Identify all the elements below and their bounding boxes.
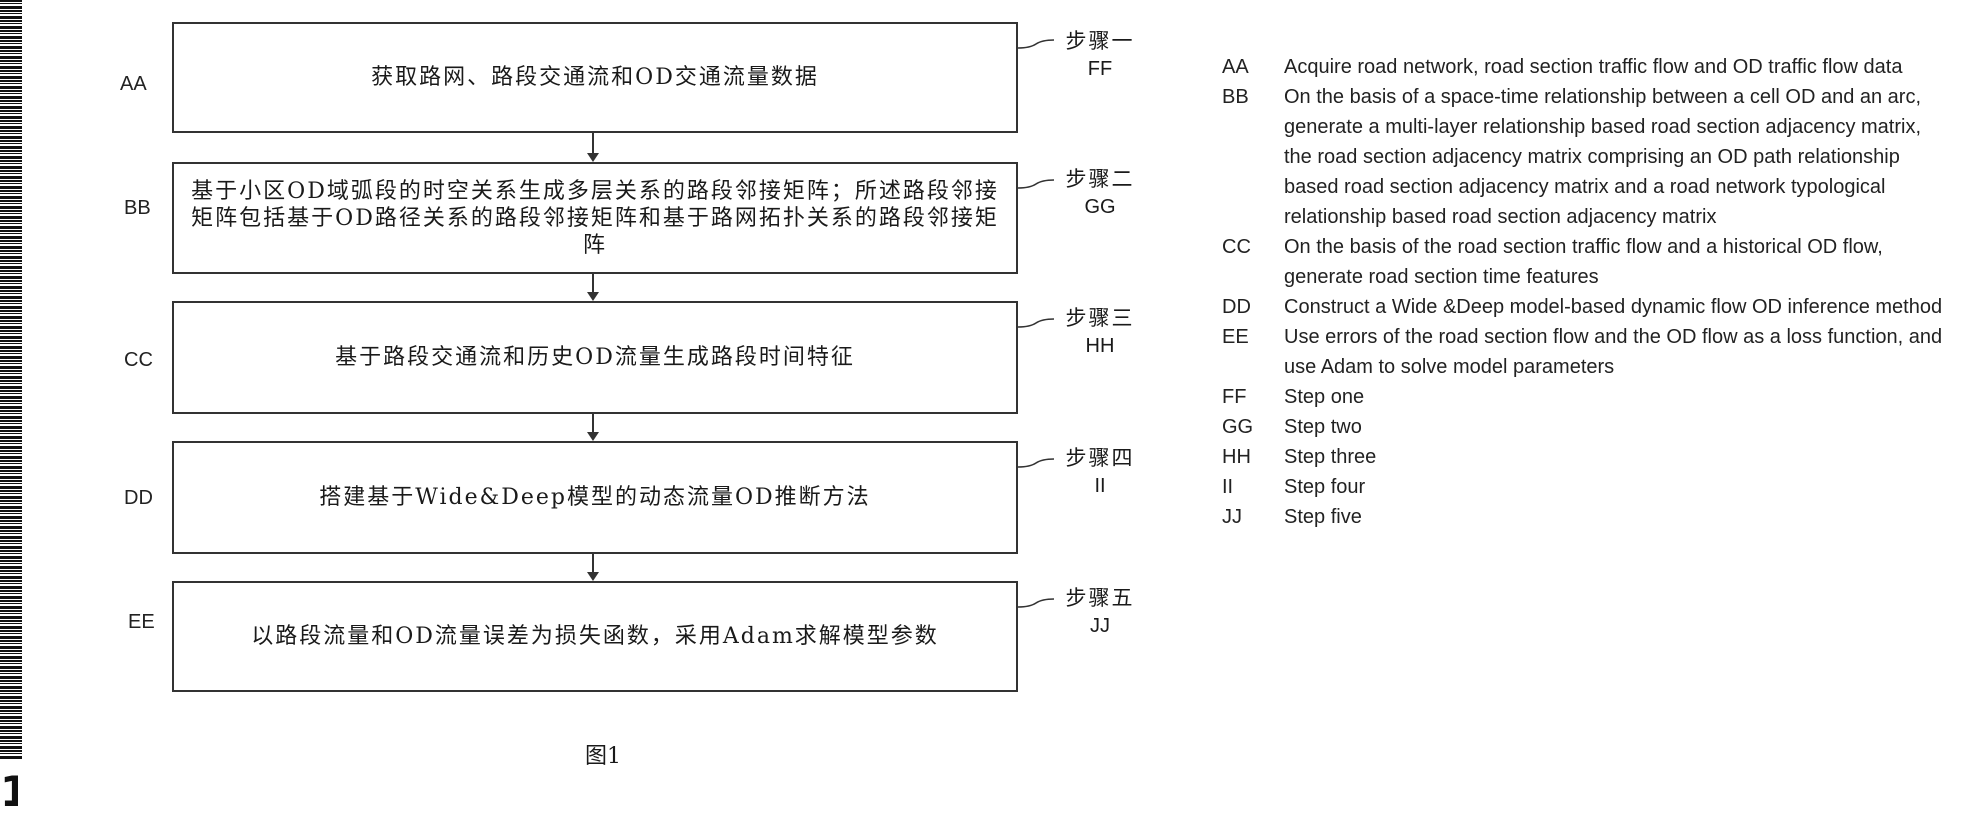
legend-row-jj: JJ Step five: [1222, 502, 1952, 532]
step-box-3: 基于路段交通流和历史OD流量生成路段时间特征: [172, 301, 1018, 414]
side-barcode: [0, 0, 22, 760]
step-tag-4: 步骤四 II: [1050, 445, 1150, 499]
legend-text: Step one: [1284, 382, 1952, 412]
step-tag-4-cn: 步骤四: [1050, 445, 1150, 471]
step-tag-3-code: HH: [1050, 333, 1150, 359]
legend-row-dd: DD Construct a Wide &Deep model-based dy…: [1222, 292, 1952, 322]
side-label-dd: DD: [124, 487, 153, 510]
legend-text: Step three: [1284, 442, 1952, 472]
legend-code: GG: [1222, 412, 1284, 442]
legend-code: II: [1222, 472, 1284, 502]
legend-text: Acquire road network, road section traff…: [1284, 52, 1952, 82]
legend-code: AA: [1222, 52, 1284, 82]
step-tag-3: 步骤三 HH: [1050, 305, 1150, 359]
legend-row-aa: AA Acquire road network, road section tr…: [1222, 52, 1952, 82]
step-tag-1-code: FF: [1050, 56, 1150, 82]
side-label-ee: EE: [128, 611, 155, 634]
step-tag-5-code: JJ: [1050, 613, 1150, 639]
legend-text: On the basis of a space-time relationshi…: [1284, 82, 1952, 232]
arrow-2-3-icon: [587, 292, 599, 301]
leader-line-5: [1018, 597, 1054, 609]
legend-code: DD: [1222, 292, 1284, 322]
legend-row-ee: EE Use errors of the road section flow a…: [1222, 322, 1952, 382]
side-label-bb: BB: [124, 197, 151, 220]
step-tag-4-code: II: [1050, 473, 1150, 499]
legend-code: CC: [1222, 232, 1284, 262]
legend-code: FF: [1222, 382, 1284, 412]
leader-line-4: [1018, 457, 1054, 469]
figure-caption: 图1: [585, 738, 621, 770]
step-box-2-text: 基于小区OD域弧段的时空关系生成多层关系的路段邻接矩阵；所述路段邻接矩阵包括基于…: [188, 178, 1002, 259]
legend-code: JJ: [1222, 502, 1284, 532]
connector-1-2: [592, 133, 594, 153]
side-label-aa: AA: [120, 73, 147, 96]
legend-code: BB: [1222, 82, 1284, 112]
step-tag-1: 步骤一 FF: [1050, 28, 1150, 82]
step-tag-5: 步骤五 JJ: [1050, 585, 1150, 639]
step-tag-3-cn: 步骤三: [1050, 305, 1150, 331]
arrow-3-4-icon: [587, 432, 599, 441]
legend-text: Step four: [1284, 472, 1952, 502]
legend-text: Step two: [1284, 412, 1952, 442]
legend-code: HH: [1222, 442, 1284, 472]
legend-row-ii: II Step four: [1222, 472, 1952, 502]
legend-row-ff: FF Step one: [1222, 382, 1952, 412]
legend-code: EE: [1222, 322, 1284, 352]
step-tag-2-code: GG: [1050, 194, 1150, 220]
legend-text: Step five: [1284, 502, 1952, 532]
step-box-4: 搭建基于Wide&Deep模型的动态流量OD推断方法: [172, 441, 1018, 554]
leader-line-1: [1018, 38, 1054, 50]
connector-2-3: [592, 274, 594, 294]
legend-row-cc: CC On the basis of the road section traf…: [1222, 232, 1952, 292]
legend-text: On the basis of the road section traffic…: [1284, 232, 1952, 292]
legend-text: Use errors of the road section flow and …: [1284, 322, 1952, 382]
step-tag-2-cn: 步骤二: [1050, 166, 1150, 192]
legend-text: Construct a Wide &Deep model-based dynam…: [1284, 292, 1952, 322]
legend-row-gg: GG Step two: [1222, 412, 1952, 442]
step-box-2: 基于小区OD域弧段的时空关系生成多层关系的路段邻接矩阵；所述路段邻接矩阵包括基于…: [172, 162, 1018, 274]
legend: AA Acquire road network, road section tr…: [1222, 52, 1952, 532]
side-label-cc: CC: [124, 349, 153, 372]
corner-mark: 1: [0, 768, 18, 816]
connector-3-4: [592, 414, 594, 434]
arrow-1-2-icon: [587, 153, 599, 162]
leader-line-3: [1018, 317, 1054, 329]
step-box-1-text: 获取路网、路段交通流和OD交通流量数据: [371, 64, 819, 92]
step-box-5: 以路段流量和OD流量误差为损失函数，采用Adam求解模型参数: [172, 581, 1018, 692]
leader-line-2: [1018, 178, 1054, 190]
legend-row-bb: BB On the basis of a space-time relation…: [1222, 82, 1952, 232]
step-tag-5-cn: 步骤五: [1050, 585, 1150, 611]
legend-row-hh: HH Step three: [1222, 442, 1952, 472]
arrow-4-5-icon: [587, 572, 599, 581]
step-box-1: 获取路网、路段交通流和OD交通流量数据: [172, 22, 1018, 133]
step-box-3-text: 基于路段交通流和历史OD流量生成路段时间特征: [335, 344, 855, 372]
step-tag-1-cn: 步骤一: [1050, 28, 1150, 54]
step-tag-2: 步骤二 GG: [1050, 166, 1150, 220]
step-box-4-text: 搭建基于Wide&Deep模型的动态流量OD推断方法: [319, 484, 870, 512]
step-box-5-text: 以路段流量和OD流量误差为损失函数，采用Adam求解模型参数: [251, 623, 939, 651]
